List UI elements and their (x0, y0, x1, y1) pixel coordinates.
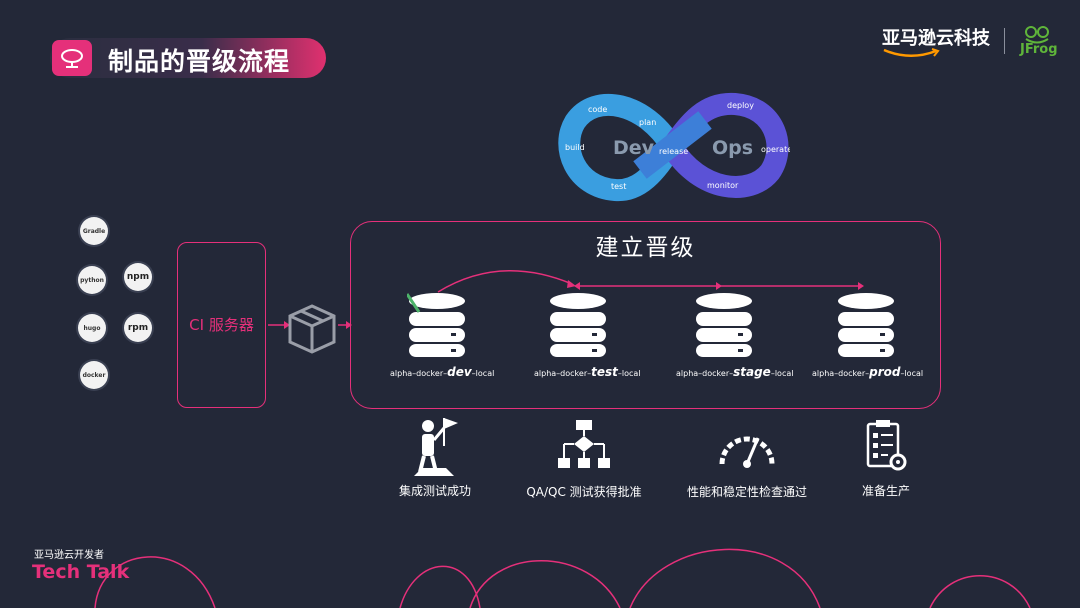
gradle-icon: Gradle (80, 217, 108, 245)
dev-label: Dev (613, 137, 655, 159)
hugo-icon: hugo (78, 314, 106, 342)
word-operate: operate (761, 145, 790, 154)
ci-server-label: CI 服务器 (189, 316, 254, 334)
flowchart-icon (558, 420, 610, 468)
title-banner (50, 38, 326, 78)
database-prod-icon (838, 293, 894, 357)
repo-label-dev: alpha–docker–dev–local (390, 365, 495, 379)
word-monitor: monitor (707, 181, 739, 190)
cloud-tree-icon (52, 40, 92, 76)
step-label-integration: 集成测试成功 (398, 484, 471, 498)
page-title: 制品的晋级流程 (108, 47, 291, 76)
database-stage-icon (696, 293, 752, 357)
flow-arrows (268, 321, 352, 329)
promotion-title: 建立晋级 (595, 235, 696, 261)
rpm-icon: rpm (124, 314, 152, 342)
aws-logo: 亚马逊云科技 (882, 28, 990, 49)
aws-smile-icon (883, 48, 940, 57)
step-label-qa: QA/QC 测试获得批准 (526, 485, 642, 499)
docker-icon: docker (80, 361, 108, 389)
word-plan: plan (639, 118, 656, 127)
ops-label: Ops (712, 137, 753, 159)
brand-divider (1004, 28, 1005, 54)
promotion-panel (350, 221, 941, 409)
word-test: test (611, 182, 626, 191)
repo-label-prod: alpha–docker–prod–local (812, 365, 924, 379)
ci-server-box (177, 242, 266, 408)
word-deploy: deploy (727, 101, 754, 110)
python-icon: python (78, 266, 106, 294)
checklist-gear-icon (866, 420, 907, 471)
footer-tech-talk: Tech Talk (32, 561, 130, 583)
decorative-arcs (94, 548, 1031, 608)
word-code: code (588, 105, 607, 114)
word-release: release (659, 147, 688, 156)
npm-icon: npm (124, 263, 152, 291)
package-cube-icon (288, 304, 336, 354)
database-test-icon (550, 293, 606, 357)
step-label-performance: 性能和稳定性检查通过 (686, 485, 807, 499)
devops-infinity-diagram: Dev Ops code plan build test release dep… (558, 92, 790, 202)
gauge-icon (719, 436, 775, 468)
repo-label-stage: alpha–docker–stage–local (676, 365, 794, 379)
promotion-arrows (437, 270, 864, 293)
jfrog-logo: JFrog (1020, 42, 1058, 57)
word-build: build (565, 143, 585, 152)
footer-subtitle: 亚马逊云开发者 (34, 550, 104, 561)
repo-label-test: alpha–docker–test–local (534, 365, 641, 379)
flag-person-icon (414, 418, 458, 476)
frog-icon (1025, 26, 1049, 44)
database-dev-icon (407, 293, 465, 357)
step-label-production: 准备生产 (861, 484, 910, 498)
